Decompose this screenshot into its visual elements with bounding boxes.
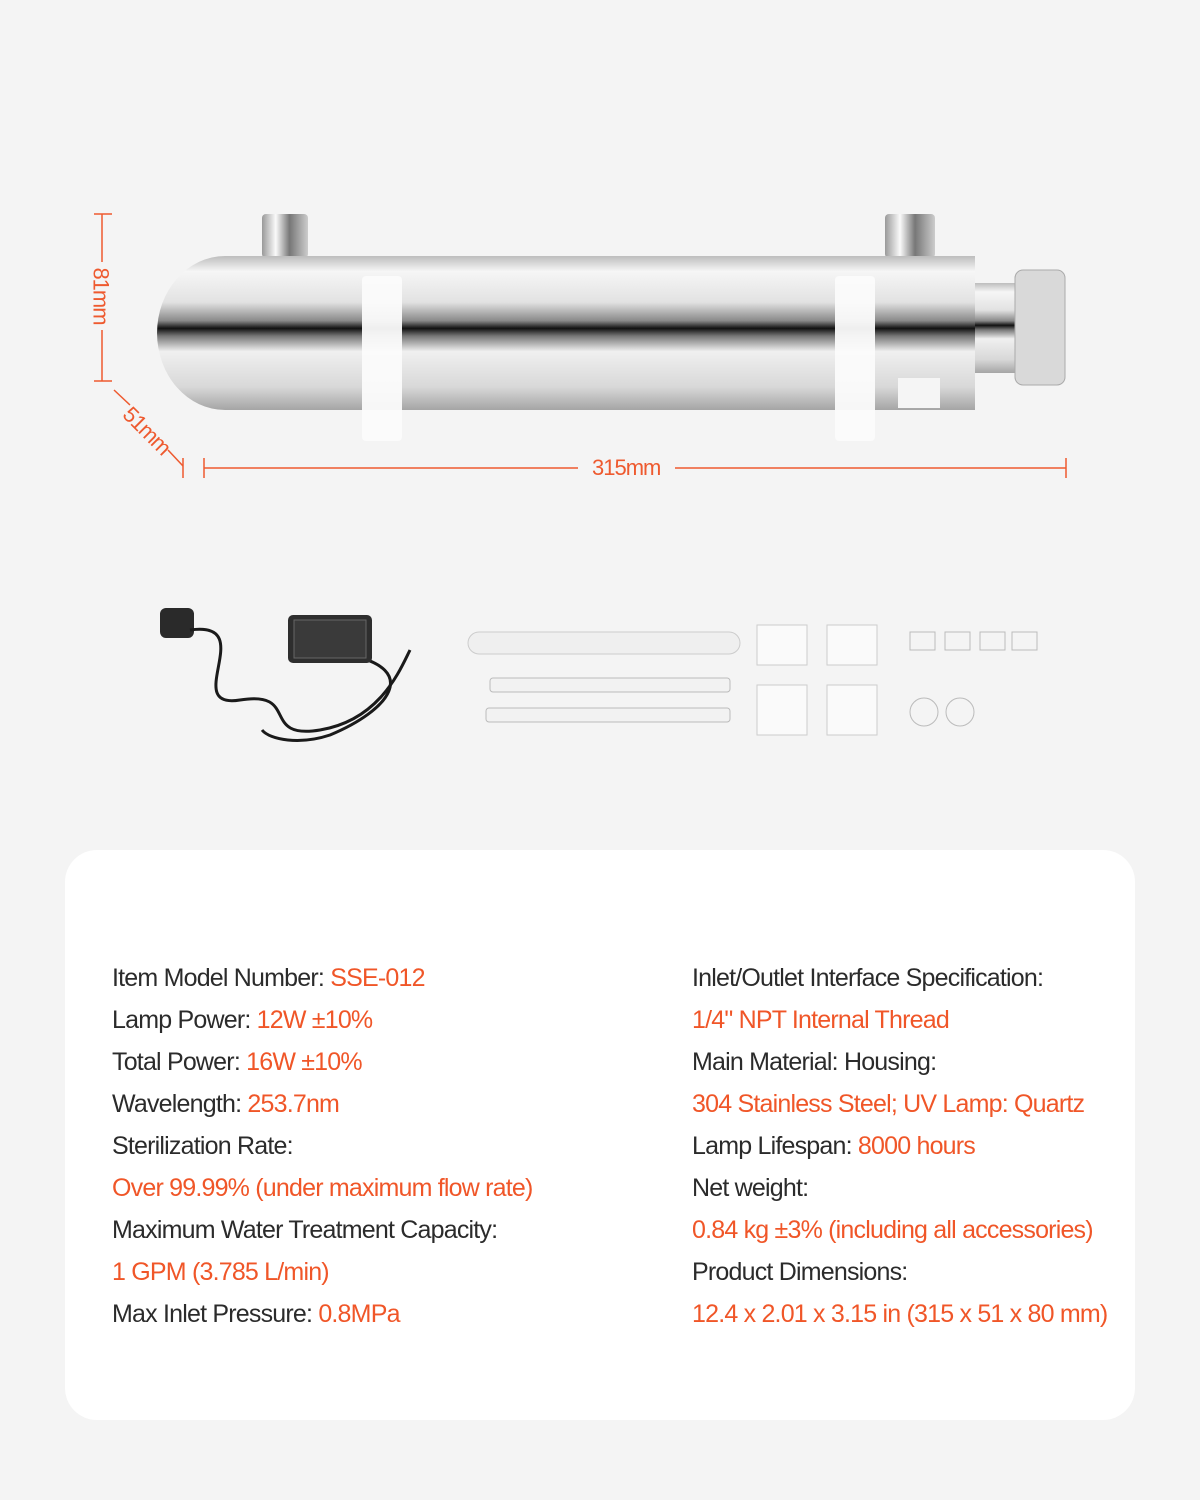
spec-label: Lamp Power: [112,1006,257,1034]
quartz-sleeve [467,631,741,655]
spec-dimensions-label: Product Dimensions: [692,1251,1107,1293]
spec-weight-value: 0.84 kg ±3% (including all accessories) [692,1209,1107,1251]
spec-wavelength: Wavelength: 253.7nm [112,1083,533,1125]
accessories-image [160,608,1038,742]
spec-label: Product Dimensions: [692,1258,908,1286]
spec-total-power: Total Power: 16W ±10% [112,1041,533,1083]
spec-model: Item Model Number: SSE-012 [112,957,533,999]
spec-value: 304 Stainless Steel; UV Lamp: Quartz [692,1090,1085,1118]
power-plug [160,608,194,638]
specs-right-column: Inlet/Outlet Interface Specification: 1/… [692,957,1108,1335]
spec-sterilization-label: Sterilization Rate: [112,1125,533,1167]
specs-card [65,850,1135,1420]
spec-label: Sterilization Rate: [112,1132,294,1160]
spec-lifespan: Lamp Lifespan: 8000 hours [692,1125,1107,1167]
spec-label: Max Inlet Pressure: [112,1300,319,1328]
spec-value: 0.8MPa [318,1300,400,1328]
spec-interface-label: Inlet/Outlet Interface Specification: [692,957,1107,999]
spec-label: Wavelength: [112,1090,248,1118]
uv-lamp [485,707,731,723]
spec-value: 1 GPM (3.785 L/min) [112,1258,330,1286]
specs-left-column: Item Model Number: SSE-012 Lamp Power: 1… [112,957,533,1335]
spec-label: Main Material: Housing: [692,1048,937,1076]
spec-value: 12.4 x 2.01 x 3.15 in (315 x 51 x 80 mm) [692,1300,1108,1328]
spec-sterilization-value: Over 99.99% (under maximum flow rate) [112,1167,533,1209]
spec-value: 16W ±10% [246,1048,363,1076]
spec-dimensions-value: 12.4 x 2.01 x 3.15 in (315 x 51 x 80 mm) [692,1293,1108,1335]
spec-value: 253.7nm [247,1090,340,1118]
spec-pressure: Max Inlet Pressure: 0.8MPa [112,1293,533,1335]
uv-lamp [489,677,731,693]
spec-capacity-label: Maximum Water Treatment Capacity: [112,1209,533,1251]
spec-material-value: 304 Stainless Steel; UV Lamp: Quartz [692,1083,1107,1125]
dimension-lines [94,213,1067,478]
fittings [909,631,1038,727]
spec-interface-value: 1/4" NPT Internal Thread [692,999,1107,1041]
spec-value: 8000 hours [857,1132,976,1160]
spec-material-label: Main Material: Housing: [692,1041,1107,1083]
spec-label: Inlet/Outlet Interface Specification: [692,964,1044,992]
uv-sterilizer-image [94,213,1067,478]
spec-value: SSE-012 [330,964,425,992]
spec-weight-label: Net weight: [692,1167,1107,1209]
spec-value: Over 99.99% (under maximum flow rate) [112,1174,533,1202]
spec-value: 0.84 kg ±3% (including all accessories) [692,1216,1094,1244]
spec-label: Lamp Lifespan: [692,1132,858,1160]
spec-label: Item Model Number: [112,964,331,992]
spec-value: 12W ±10% [256,1006,374,1034]
length-dimension: 315mm [592,455,661,480]
spec-capacity-value: 1 GPM (3.785 L/min) [112,1251,533,1293]
spec-label: Maximum Water Treatment Capacity: [112,1216,498,1244]
mounting-clips [756,624,878,736]
spec-value: 1/4" NPT Internal Thread [692,1006,950,1034]
spec-lamp-power: Lamp Power: 12W ±10% [112,999,533,1041]
spec-label: Net weight: [692,1174,809,1202]
spec-label: Total Power: [112,1048,247,1076]
height-dimension: 81mm [88,267,114,325]
